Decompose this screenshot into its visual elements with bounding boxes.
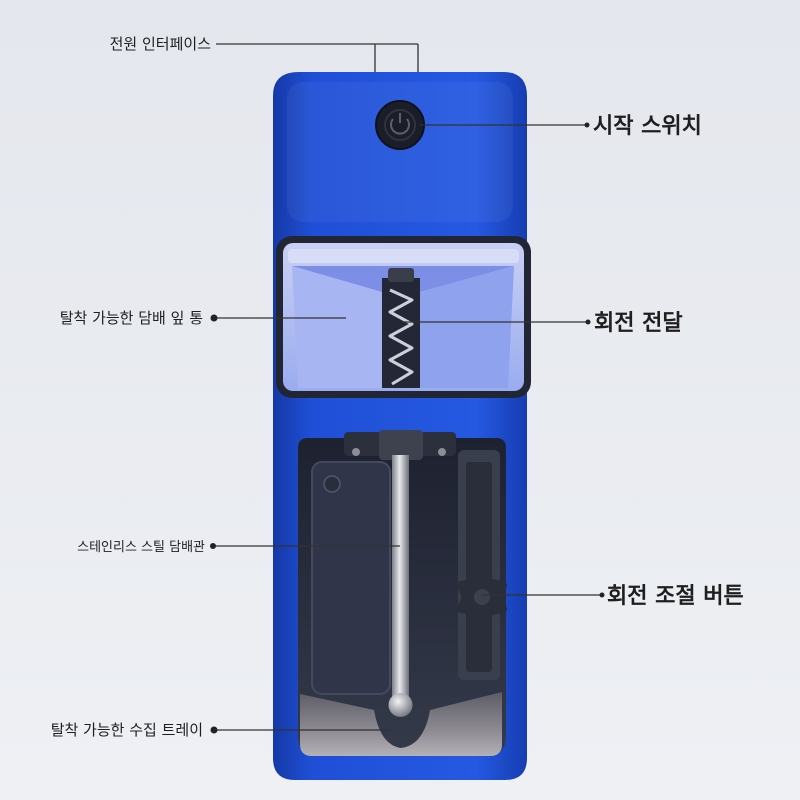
leader-dot-start-switch [584,122,590,128]
screw [438,448,446,456]
body-highlight [287,82,513,222]
rolling-machine [273,72,531,780]
leader-dot-tube [210,543,216,549]
inner-panel [311,461,391,695]
label-rotation-knob: 회전 조절 버튼 [607,584,744,609]
label-collection-tray: 탈착 가능한 수집 트레이 [51,721,203,739]
label-tobacco-hopper: 탈착 가능한 담배 잎 통 [60,309,203,327]
tube-tip [388,693,413,717]
rotation-knob [457,569,507,625]
leader-lines [213,43,601,731]
stainless-tube [379,430,423,717]
label-stainless-tube: 스테인리스 스틸 담배관 [77,540,205,555]
inner-panel-hole [323,475,341,493]
tobacco-hopper [276,236,531,398]
leader-dot-tray [210,726,218,734]
hopper-left-slope [292,266,382,388]
auger-cap [388,268,414,282]
hopper-right-slope [420,266,514,388]
label-start-switch: 시작 스위치 [593,114,702,139]
tube-collar [379,430,423,460]
leader-dot-rotation [585,319,591,325]
side-rail-groove [466,462,492,672]
leader-dot-hopper [210,314,218,322]
screw [352,448,360,456]
collection-tray [300,692,502,756]
label-power-interface: 전원 인터페이스 [110,35,212,53]
leader-dots [210,122,605,734]
spring-auger [388,288,414,386]
leader-dot-knob [599,592,605,598]
power-icon [390,113,410,135]
start-switch-button [375,100,425,150]
label-rotation-transmission: 회전 전달 [594,311,683,336]
